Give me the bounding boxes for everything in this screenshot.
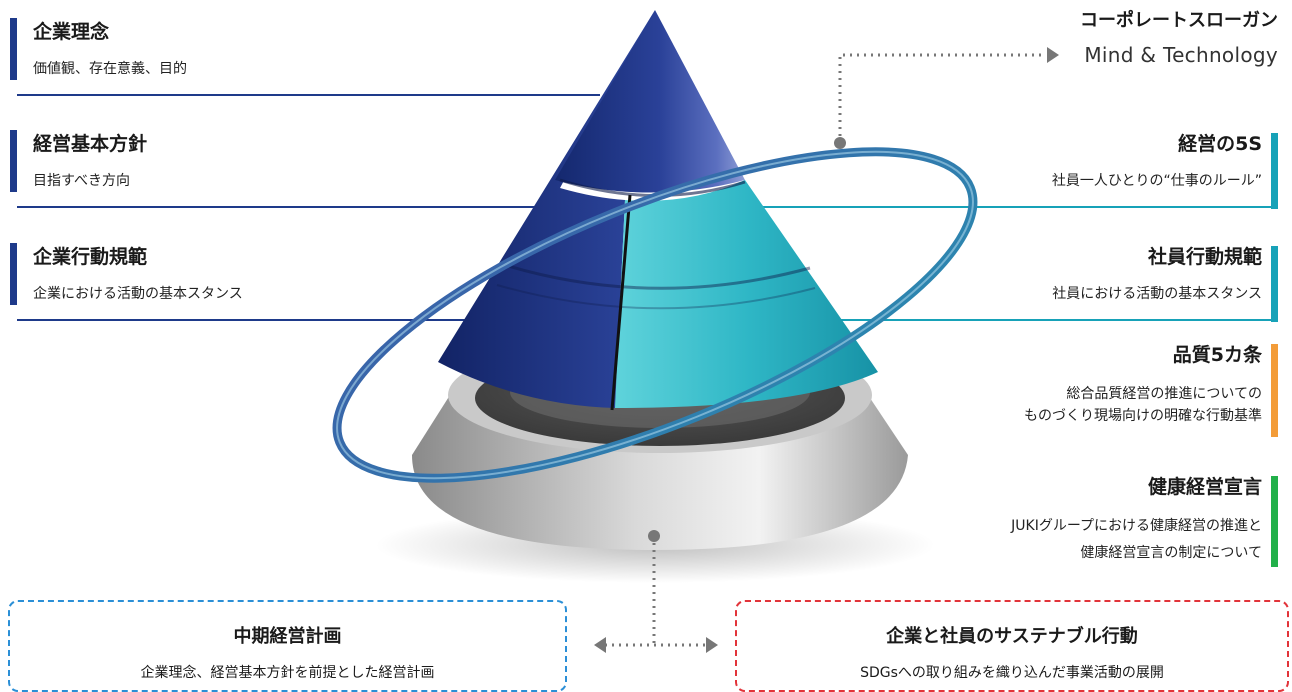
- block-health-declaration: 健康経営宣言 JUKIグループにおける健康経営の推進と 健康経営宣言の制定につい…: [1011, 473, 1278, 564]
- slogan-title: コーポレートスローガン: [1080, 10, 1278, 31]
- block-desc: 社員一人ひとりの“仕事のルール”: [1051, 173, 1262, 189]
- block-title: 品質5カ条: [1172, 344, 1262, 366]
- block-employee-code: 社員行動規範 社員における活動の基本スタンス: [1052, 243, 1278, 305]
- block-desc: 企業における活動の基本スタンス: [33, 286, 243, 302]
- block-desc: ものづくり現場向けの明確な行動基準: [1024, 408, 1262, 424]
- block-management-policy: 経営基本方針 目指すべき方向: [10, 130, 147, 192]
- bottom-connector: [594, 530, 718, 653]
- block-title: 企業行動規範: [33, 246, 148, 268]
- block-title: 企業理念: [33, 21, 110, 43]
- box-sustainable-action: 企業と社員のサステナブル行動 SDGsへの取り組みを織り込んだ事業活動の展開: [735, 600, 1289, 692]
- box-desc: 企業理念、経営基本方針を前提とした経営計画: [140, 665, 435, 681]
- cone: [438, 10, 878, 411]
- block-corporate-philosophy: 企業理念 価値観、存在意義、目的: [10, 18, 187, 80]
- block-5s: 経営の5S 社員一人ひとりの“仕事のルール”: [1052, 130, 1278, 192]
- block-quality-5: 品質5カ条 総合品質経営の推進についての ものづくり現場向けの明確な行動基準: [1024, 341, 1278, 427]
- box-title: 中期経営計画: [233, 626, 342, 647]
- arrow-right-icon: [1047, 47, 1059, 63]
- teal-accent-bar: [1271, 133, 1278, 209]
- slogan-connector: [834, 47, 1059, 149]
- box-mid-term-plan: 中期経営計画 企業理念、経営基本方針を前提とした経営計画: [8, 600, 567, 692]
- arrow-left-icon: [594, 637, 606, 653]
- block-desc: JUKIグループにおける健康経営の推進と: [1011, 518, 1262, 534]
- teal-accent-bar: [1271, 246, 1278, 322]
- block-desc: 健康経営宣言の制定について: [1080, 545, 1262, 561]
- block-desc: 総合品質経営の推進についての: [1066, 386, 1262, 402]
- orange-accent-bar: [1271, 344, 1278, 437]
- box-desc: SDGsへの取り組みを織り込んだ事業活動の展開: [860, 665, 1164, 681]
- block-corporate-code: 企業行動規範 企業における活動の基本スタンス: [10, 243, 243, 305]
- block-desc: 価値観、存在意義、目的: [33, 61, 187, 77]
- block-title: 健康経営宣言: [1147, 476, 1262, 498]
- slogan-value: Mind & Technology: [1084, 43, 1278, 67]
- block-title: 経営基本方針: [33, 133, 148, 155]
- block-title: 経営の5S: [1178, 133, 1262, 155]
- arrow-right-icon: [706, 637, 718, 653]
- green-accent-bar: [1271, 476, 1278, 567]
- block-desc: 社員における活動の基本スタンス: [1052, 286, 1262, 302]
- block-title: 社員行動規範: [1147, 246, 1262, 268]
- box-title: 企業と社員のサステナブル行動: [886, 626, 1138, 647]
- block-desc: 目指すべき方向: [33, 173, 131, 189]
